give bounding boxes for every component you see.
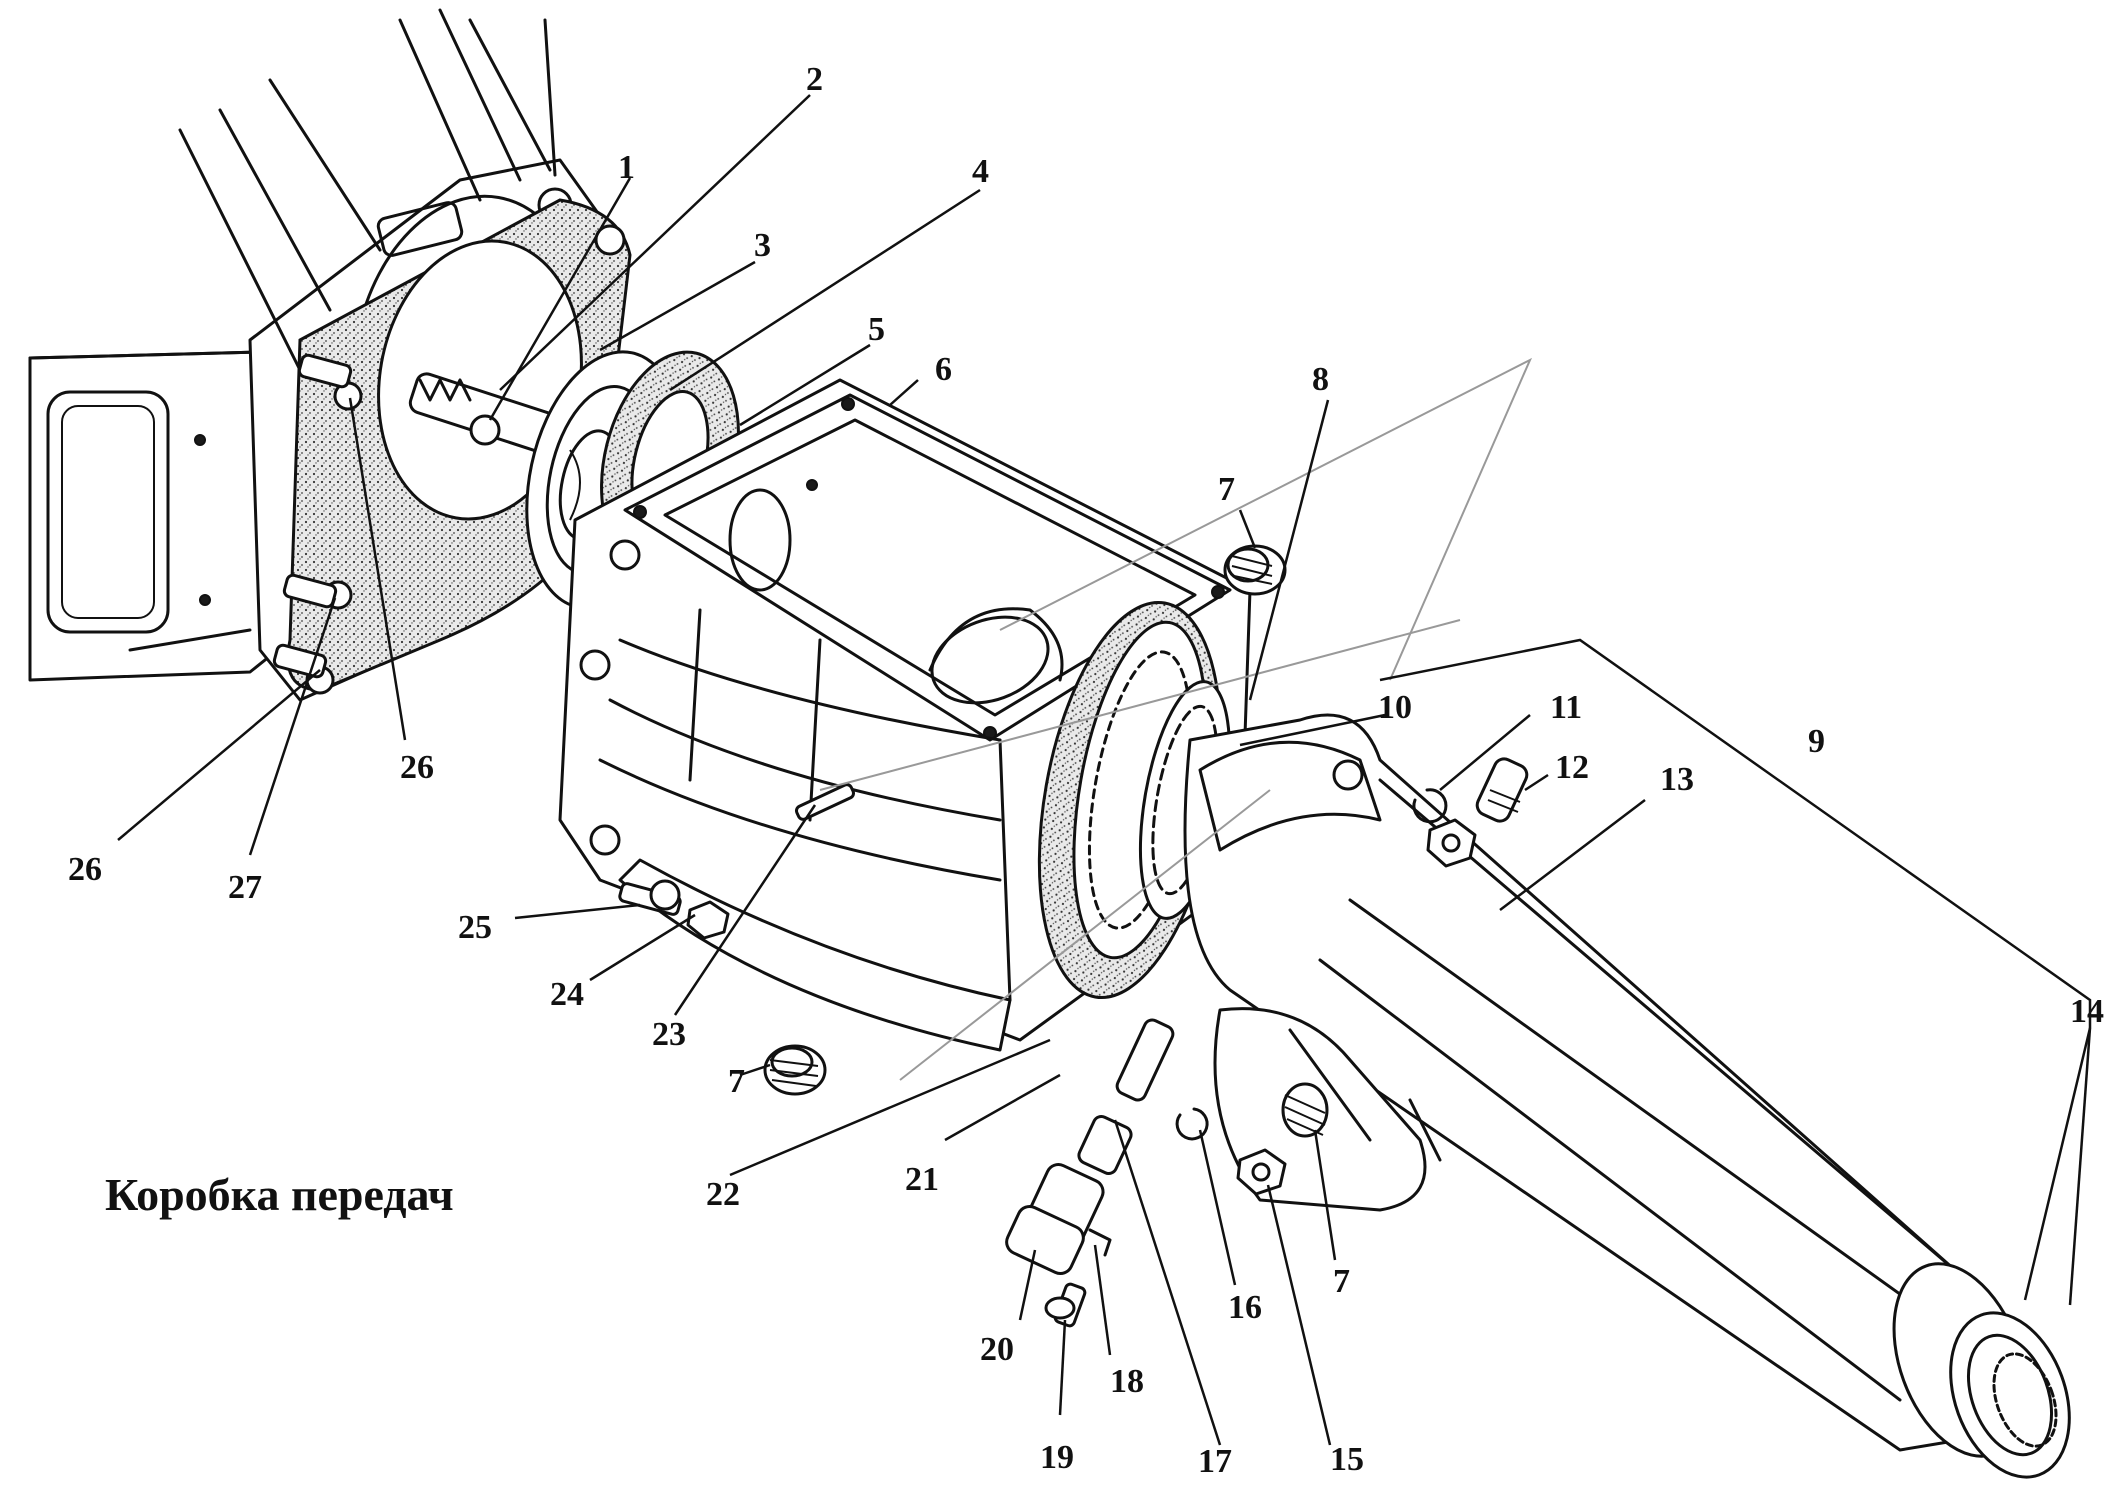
callout-5: 5	[868, 311, 885, 348]
washer-11	[1412, 788, 1477, 868]
callout-6: 6	[935, 351, 952, 388]
callout-8: 8	[1312, 361, 1329, 398]
callout-15: 15	[1330, 1441, 1364, 1478]
callout-9: 9	[1808, 723, 1825, 760]
callout-14: 14	[2070, 993, 2104, 1030]
callout-24: 24	[550, 976, 584, 1013]
callout-23: 23	[652, 1016, 686, 1053]
leader-lines	[117, 94, 2092, 1446]
plug-7-top	[1223, 544, 1287, 596]
callout-19: 19	[1040, 1439, 1074, 1476]
extension-housing	[1183, 713, 2071, 1479]
callout-21: 21	[905, 1161, 939, 1198]
plug-7-bottom	[763, 1044, 827, 1096]
background-guides	[819, 357, 1533, 1081]
callout-3: 3	[754, 227, 771, 264]
callout-20: 20	[980, 1331, 1014, 1368]
callout-2: 2	[806, 61, 823, 98]
callout-12: 12	[1555, 749, 1589, 786]
callout-25: 25	[458, 909, 492, 946]
callout-7-bottom: 7	[728, 1063, 745, 1100]
callout-7-right: 7	[1333, 1263, 1350, 1300]
nut-15	[1236, 1148, 1287, 1196]
callout-4: 4	[972, 153, 989, 190]
breather-12	[1475, 757, 1529, 823]
diagram-caption: Коробка передач	[105, 1169, 454, 1220]
callout-7-top: 7	[1218, 471, 1235, 508]
callout-16: 16	[1228, 1289, 1262, 1326]
callout-22: 22	[706, 1176, 740, 1213]
callout-18: 18	[1110, 1363, 1144, 1400]
washer-16	[1175, 1107, 1209, 1141]
callout-11: 11	[1550, 689, 1582, 726]
callout-27: 27	[228, 869, 262, 906]
callout-17: 17	[1198, 1443, 1232, 1480]
callout-26-left: 26	[68, 851, 102, 888]
callout-1: 1	[618, 149, 635, 186]
callout-labels: 1 2 3 4 5 6 7 8 9 10 11 12 13 14 15 16 7…	[68, 61, 2104, 1480]
bolt-24-25	[618, 879, 730, 940]
callout-10: 10	[1378, 689, 1412, 726]
callout-26-right: 26	[400, 749, 434, 786]
plug-7-right	[1281, 1082, 1329, 1138]
callout-13: 13	[1660, 761, 1694, 798]
